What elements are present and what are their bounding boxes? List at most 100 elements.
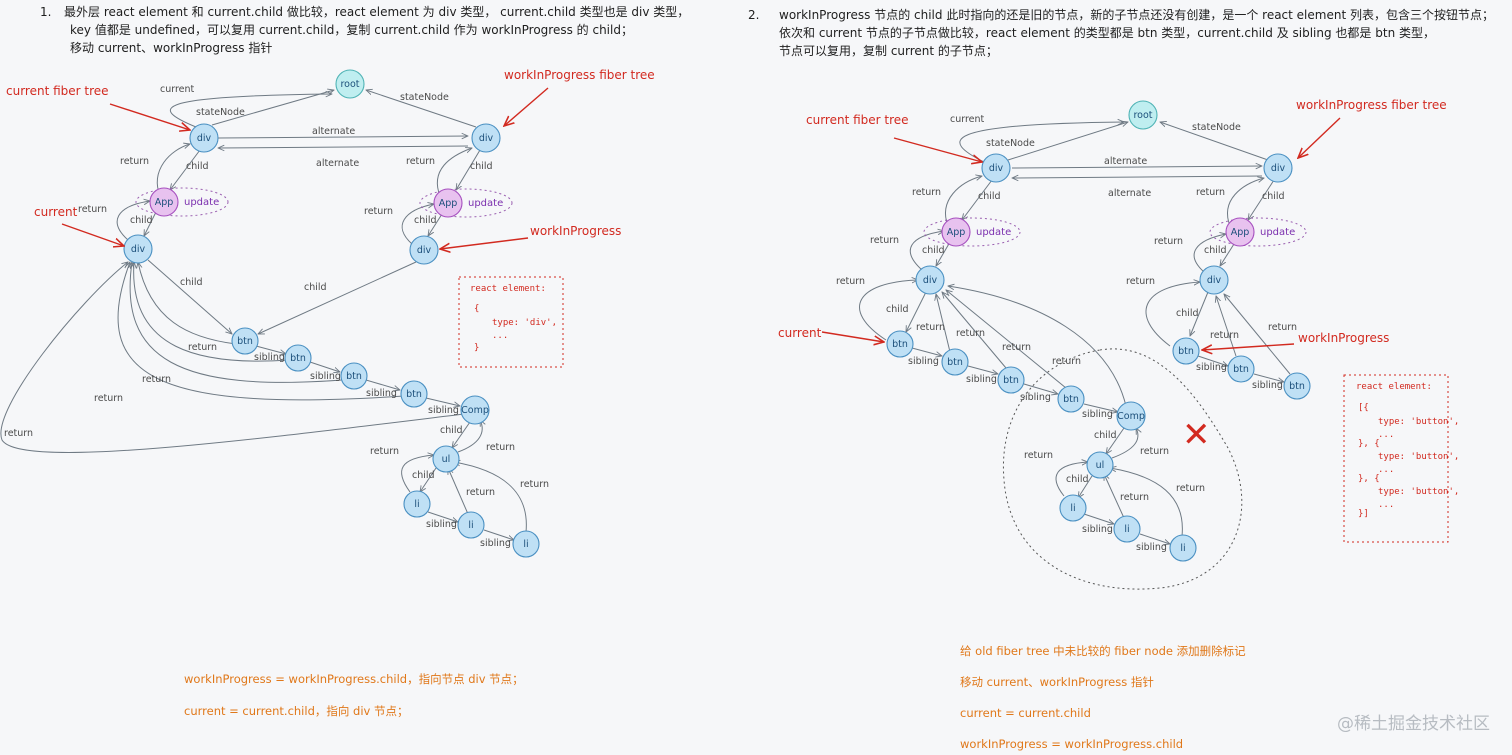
node-btn-label: btn [947,357,963,368]
label-child: child [1204,245,1227,256]
node-div-label: div [1207,275,1222,286]
edge-child-app-right [1220,243,1235,266]
edge-return-app-left [116,201,150,241]
node-div-label: div [1271,163,1286,174]
edge-return-li2 [1104,474,1125,519]
label-child: child [186,161,209,172]
edge-return-btn4 [946,290,1067,389]
label-return: return [1120,492,1149,503]
edge-alternate-1 [217,136,468,138]
annotation-wip-fiber-tree-arrow [504,87,549,126]
edge-return-ul [1111,428,1138,459]
left-panel: 1. 最外层 react element 和 current.child 做比较… [0,4,689,718]
left-code-line-3: type: 'div', [492,318,557,328]
left-nodes: root div div App update App update div d… [123,69,540,558]
node-li-label: li [1180,543,1185,554]
label-return: return [1140,446,1169,457]
right-code-line-10: ... [1378,500,1394,510]
node-btn-3 [340,362,368,390]
node-btn-1 [886,330,914,358]
edge-statenode-r [1160,122,1269,161]
edge-child-div-right [456,149,481,190]
node-ul [432,445,460,473]
annotation-wip-arrow [1202,343,1295,350]
node-div-label: div [131,244,146,255]
label-sibling: sibling [366,388,397,399]
label-sibling: sibling [1020,392,1051,403]
edge-sibling-3 [365,379,400,390]
node-div-wip-child [409,235,439,265]
annotation-current-fiber-tree: current fiber tree [6,84,109,98]
annotation-wip: workInProgress [530,224,621,238]
label-child: child [1066,474,1089,485]
node-btn-label: btn [290,353,306,364]
edge-child-div-right [1248,179,1275,220]
right-footer-line-3: current = current.child [960,706,1091,720]
label-return: return [1268,322,1297,333]
edge-return-li2 [448,468,469,515]
label-return: return [188,342,217,353]
label-return: return [1024,450,1053,461]
node-btn-label: btn [892,339,908,350]
edge-return-comp [948,286,1127,407]
label-alternate-2: alternate [316,158,359,169]
label-return: return [870,235,899,246]
right-code-line-4: ... [1378,430,1394,440]
node-comp-label: Comp [461,405,489,416]
node-app-label: App [155,197,174,208]
node-div-label: div [417,245,432,256]
node-li-2 [457,511,485,539]
annotation-wip: workInProgress [1298,331,1389,345]
edge-child-app-left [144,211,157,236]
label-return: return [1126,276,1155,287]
left-code-line-1: react element: [470,284,546,294]
edge-current [170,94,332,128]
edge-return-app-left [909,231,944,271]
edge-sibling-li-2 [1139,533,1170,544]
edge-statenode-l [211,90,334,126]
annotation-current-fiber-tree-arrow [893,137,982,162]
label-sibling: sibling [254,352,285,363]
edge-alternate-2 [1012,176,1263,178]
left-code-box [458,276,564,368]
label-return: return [406,156,435,167]
right-nodes: root div div App update App update div d… [886,100,1311,562]
edge-alternate-1 [1011,166,1262,168]
label-return: return [466,487,495,498]
label-sibling: sibling [480,538,511,549]
edge-current [959,122,1124,163]
update-label: update [468,198,503,209]
node-wip-btn-2 [1227,355,1255,383]
right-footer-line-4: workInProgress = workInProgress.child [960,737,1183,751]
right-code-line-2: [{ [1358,403,1369,413]
edge-return-btn4 [117,262,405,401]
right-desc-line-2: 依次和 current 节点的子节点做比较，react element 的类型都… [779,25,1435,40]
edge-statenode-l [1007,122,1128,161]
node-div-wip [471,123,501,153]
edge-child-div-btn [906,291,927,332]
update-label: update [976,227,1011,238]
node-li-label: li [414,499,419,510]
node-btn-label: btn [346,371,362,382]
edge-return-btn1 [859,280,918,341]
node-ul [1086,451,1114,479]
node-app-wip [1225,217,1255,247]
deletion-group-outline [1002,348,1243,590]
edge-return-btn1 [138,262,237,345]
edge-return-li1 [1055,462,1088,497]
label-child: child [886,304,909,315]
node-li-1 [403,490,431,518]
edge-child-wip-btn [1190,291,1209,336]
label-return: return [1210,330,1239,341]
right-edge-labels: current stateNode stateNode alternate al… [836,114,1297,553]
label-alternate-1: alternate [1104,156,1147,167]
edge-return-wip-btn2 [1216,296,1237,357]
node-li-3 [512,530,540,558]
label-statenode-l: stateNode [986,138,1035,149]
label-sibling: sibling [1082,524,1113,535]
edge-return-li3 [1110,468,1183,537]
label-return: return [1196,187,1225,198]
left-desc-line-1: 最外层 react element 和 current.child 做比较，re… [64,4,689,19]
node-div-wip [1263,153,1293,183]
